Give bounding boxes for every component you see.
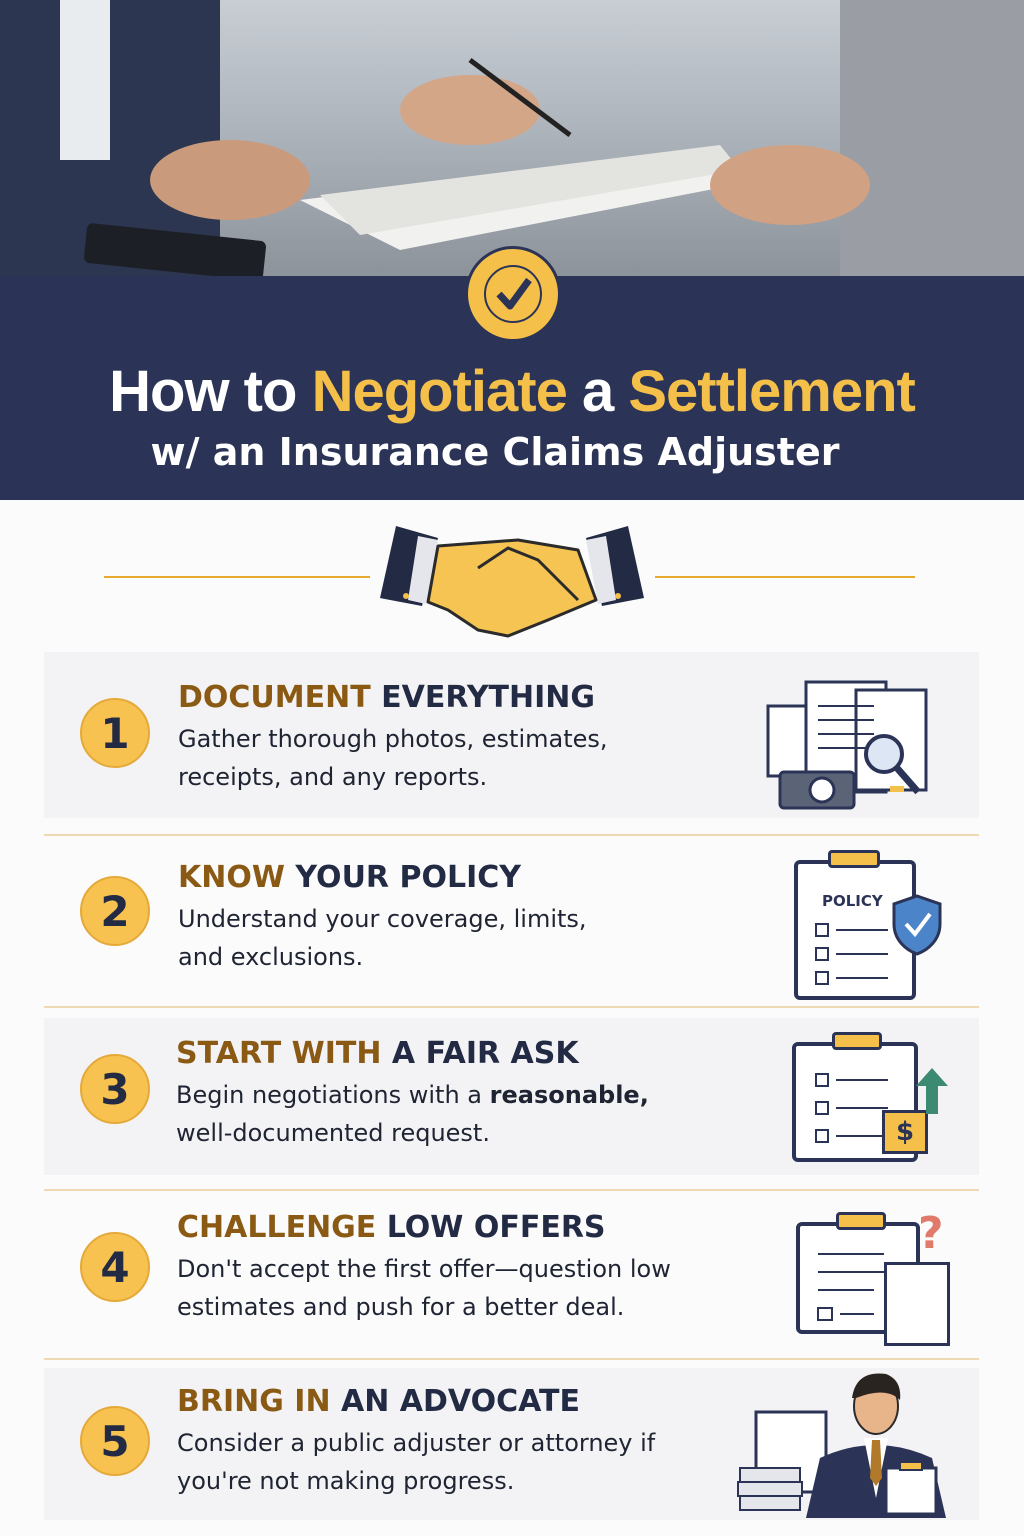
title-text: a [581,359,614,424]
step-divider [44,1006,979,1008]
step-heading-accent: KNOW [178,860,285,895]
step-heading-rest: AN ADVOCATE [341,1384,580,1419]
description-text: Begin negotiations with a [176,1081,483,1109]
step-heading: KNOW YOUR POLICY [178,860,521,895]
step-divider [44,1358,979,1360]
step-heading: DOCUMENT EVERYTHING [178,680,595,715]
dollar-icon: $ [882,1110,928,1154]
divider-line [104,576,370,578]
step-heading: BRING IN AN ADVOCATE [177,1384,580,1419]
step-3-card: 3 START WITH A FAIR ASK Begin negotiatio… [44,1018,979,1175]
policy-clipboard-shield-icon: POLICY [794,850,942,1000]
step-1-card: 1 DOCUMENT EVERYTHING Gather thorough ph… [44,652,979,818]
advocate-person-icon [737,1373,946,1518]
step-description: Begin negotiations with a reasonable, we… [176,1076,696,1152]
question-mark-icon: ? [918,1208,944,1259]
step-number-badge: 1 [80,698,150,768]
step-heading-rest: A FAIR ASK [391,1036,579,1071]
handshake-icon [380,526,644,638]
step-divider [44,834,979,836]
policy-label: POLICY [822,892,883,910]
step-4-card: 4 CHALLENGE LOW OFFERS Don't accept the … [44,1192,979,1355]
documents-camera-magnifier-icon [766,680,928,810]
step-heading-accent: CHALLENGE [177,1210,377,1245]
title-highlight: Settlement [628,359,916,424]
step-description: Consider a public adjuster or attorney i… [177,1429,656,1495]
step-number-badge: 2 [80,876,150,946]
step-description: Gather thorough photos, estimates, recei… [178,725,608,791]
step-description: Understand your coverage, limits, and ex… [178,905,587,971]
step-heading-rest: YOUR POLICY [295,860,521,895]
title-text: How to [109,359,297,424]
step-heading-rest: EVERYTHING [381,680,596,715]
checkmark-badge-icon [465,246,561,342]
step-heading: START WITH A FAIR ASK [176,1036,579,1071]
page-title: How to Negotiate a Settlement [0,358,1024,425]
step-heading: CHALLENGE LOW OFFERS [177,1210,606,1245]
step-number-badge: 3 [80,1054,150,1124]
step-2-card: 2 KNOW YOUR POLICY Understand your cover… [44,838,979,1004]
step-description: Don't accept the first offer—question lo… [177,1255,671,1321]
clipboard-question-icon: ? [796,1208,950,1346]
checklist-dollar-arrow-icon: $ [792,1032,948,1162]
step-heading-accent: DOCUMENT [178,680,371,715]
step-heading-rest: LOW OFFERS [386,1210,606,1245]
step-heading-accent: BRING IN [177,1384,331,1419]
divider-line [655,576,915,578]
step-number-badge: 5 [80,1406,150,1476]
description-emphasis: reasonable, [489,1081,649,1109]
step-heading-accent: START WITH [176,1036,382,1071]
step-5-card: 5 BRING IN AN ADVOCATE Consider a public… [44,1368,979,1520]
header-photo-handshake-documents [0,0,1024,276]
description-text: well-documented request. [176,1119,490,1147]
title-highlight: Negotiate [311,359,568,424]
step-number-badge: 4 [80,1232,150,1302]
page-subtitle: w/ an Insurance Claims Adjuster [150,430,840,474]
step-divider [44,1189,979,1191]
